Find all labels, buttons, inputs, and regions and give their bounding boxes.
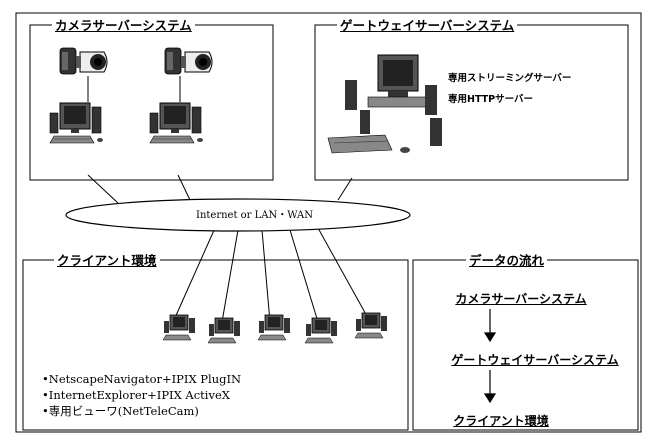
data-flow-title: データの流れ [466, 253, 548, 268]
client-env-title: クライアント環境 [54, 253, 160, 268]
flow-step-client: クライアント環境 [453, 414, 549, 428]
camera-system-title: カメラサーバーシステム [52, 18, 195, 33]
camera-server-2 [149, 47, 213, 144]
http-server-label: 専用HTTPサーバー [448, 94, 533, 105]
flow-step-gateway: ゲートウェイサーバーシステム [451, 353, 619, 367]
client-software-viewer: •専用ビューワ(NetTeleCam) [42, 404, 199, 418]
network-label: Internet or LAN・WAN [196, 210, 314, 221]
client-env-box [22, 259, 409, 431]
flow-arrows [483, 309, 497, 404]
network-cloud [65, 198, 411, 232]
streaming-server-label: 専用ストリーミングサーバー [448, 73, 572, 84]
client-software-netscape: •NetscapeNavigator+IPIX PlugIN [42, 372, 242, 386]
outer-frame [15, 12, 642, 433]
data-flow-box [412, 259, 639, 431]
gateway-system-title: ゲートウェイサーバーシステム [337, 18, 518, 33]
gateway-server [327, 54, 442, 154]
flow-step-camera: カメラサーバーシステム [455, 292, 587, 306]
client-software-ie: •InternetExplorer+IPIX ActiveX [42, 388, 230, 402]
network-connections [87, 174, 369, 323]
client-pcs [162, 312, 388, 344]
camera-server-1 [49, 47, 108, 144]
